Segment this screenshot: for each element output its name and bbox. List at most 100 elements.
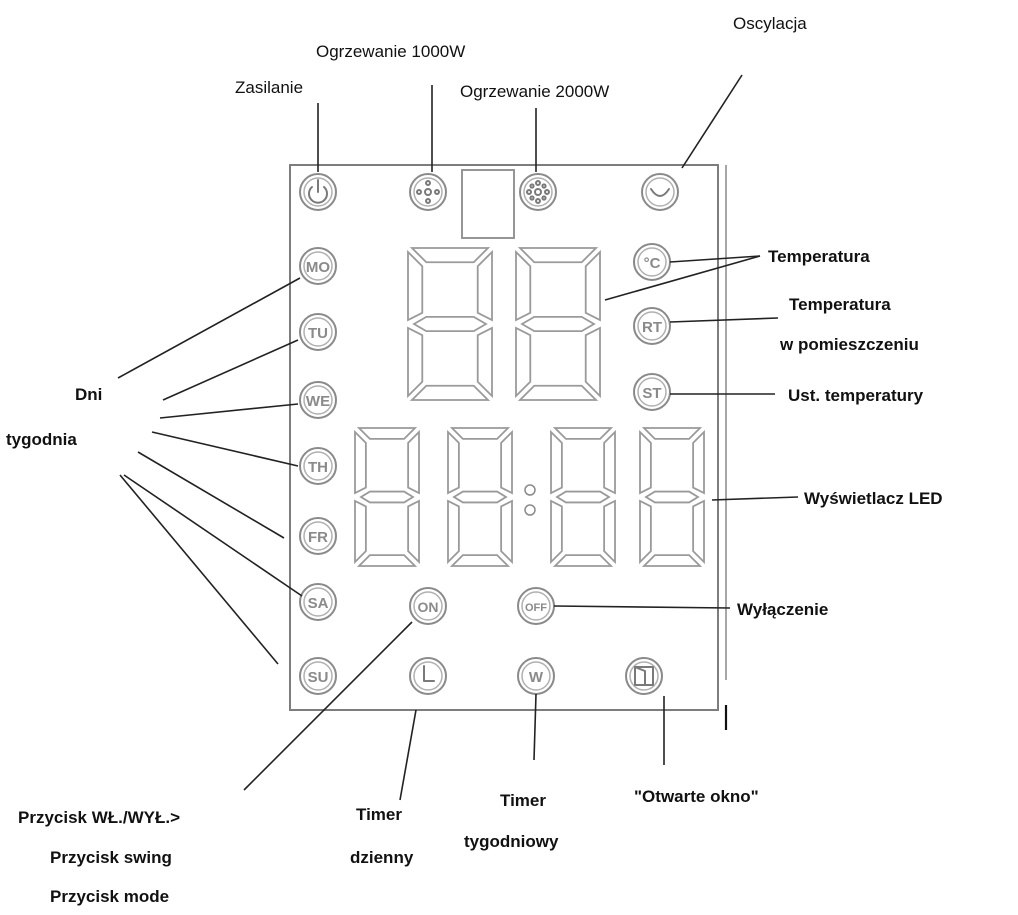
clock-digit-3-segment-1 — [603, 429, 616, 495]
open-window-icon — [625, 657, 663, 695]
timer-off-icon: OFF — [517, 587, 555, 625]
heating-2000w-icon — [519, 173, 557, 211]
svg-text:TU: TU — [308, 325, 328, 342]
clock-digit-4-segment-4 — [639, 499, 652, 565]
svg-text:W: W — [529, 669, 544, 686]
clock-digit-2-segment-4 — [447, 499, 460, 565]
label-timer-dzienny-2: dzienny — [350, 848, 414, 867]
clock-digit-1-segment-6 — [359, 490, 415, 504]
clock-digit-4 — [639, 427, 705, 567]
room-temperature-icon: RT — [633, 307, 671, 345]
leader-lines — [117, 74, 799, 801]
svg-text:ST: ST — [642, 385, 661, 402]
small-indicator-box — [461, 169, 515, 239]
label-temp-pomieszczenia-2: w pomieszczeniu — [779, 335, 919, 354]
temp-digit-2-segment-3 — [517, 384, 599, 401]
label-przycisk-wl-wyl: Przycisk WŁ./WYŁ.> — [18, 808, 180, 827]
day-icon-mo: MO — [299, 247, 337, 285]
label-wyswietlacz-led: Wyświetlacz LED — [804, 489, 943, 508]
clock-digit-1 — [354, 427, 420, 567]
label-ogrzewanie-2000w: Ogrzewanie 2000W — [460, 82, 609, 101]
clock-digit-3-segment-3 — [552, 554, 614, 567]
clock-digit-2-segment-3 — [449, 554, 511, 567]
temp-digit-2-segment-1 — [584, 249, 601, 322]
clock-digit-4-segment-2 — [692, 499, 705, 565]
svg-text:SA: SA — [308, 595, 329, 612]
temp-digit-1-segment-4 — [407, 326, 424, 399]
label-temperatura: Temperatura — [768, 247, 870, 266]
weekly-timer-icon: W — [517, 657, 555, 695]
clock-digit-1-segment-1 — [407, 429, 420, 495]
svg-text:MO: MO — [306, 259, 330, 276]
temp-digit-1 — [407, 247, 493, 401]
clock-digit-1-segment-5 — [354, 429, 367, 495]
clock-digit-4-segment-3 — [641, 554, 703, 567]
clock-digit-1-segment-2 — [407, 499, 420, 565]
svg-text:°C: °C — [644, 255, 661, 272]
oscillation-icon — [641, 173, 679, 211]
temp-digit-1-segment-1 — [476, 249, 493, 322]
label-oscylacja: Oscylacja — [733, 14, 807, 33]
clock-digit-2-segment-5 — [447, 429, 460, 495]
day-icon-tu: TU — [299, 313, 337, 351]
clock-digit-3-segment-4 — [550, 499, 563, 565]
temp-digit-2-segment-2 — [584, 326, 601, 399]
clock-digit-3-segment-5 — [550, 429, 563, 495]
day-icon-sa: SA — [299, 583, 337, 621]
label-timer-tygodniowy-1: Timer — [500, 791, 546, 810]
svg-text:SU: SU — [308, 669, 329, 686]
clock-digit-4-segment-6 — [644, 490, 700, 504]
timer-on-icon: ON — [409, 587, 447, 625]
temp-digit-1-segment-0 — [409, 247, 491, 264]
clock-digit-2-segment-6 — [452, 490, 508, 504]
daily-timer-clock-icon — [409, 657, 447, 695]
clock-digit-2-segment-1 — [500, 429, 513, 495]
day-icon-fr: FR — [299, 517, 337, 555]
set-temperature-icon: ST — [633, 373, 671, 411]
day-icon-we: WE — [299, 381, 337, 419]
temp-digit-2-segment-5 — [515, 249, 532, 322]
label-timer-dzienny-1: Timer — [356, 805, 402, 824]
svg-text:FR: FR — [308, 529, 328, 546]
label-timer-tygodniowy-2: tygodniowy — [464, 832, 559, 851]
clock-digit-4-segment-5 — [639, 429, 652, 495]
clock-digit-2-segment-2 — [500, 499, 513, 565]
svg-text:TH: TH — [308, 459, 328, 476]
label-ust-temperatury: Ust. temperatury — [788, 386, 924, 405]
clock-digit-1-segment-4 — [354, 499, 367, 565]
seven-segment-digits — [354, 247, 705, 567]
label-przycisk-mode: Przycisk mode — [50, 887, 169, 906]
temp-digit-2-segment-0 — [517, 247, 599, 264]
clock-colon — [524, 484, 536, 516]
svg-text:RT: RT — [642, 319, 662, 336]
temp-digit-2-segment-4 — [515, 326, 532, 399]
display-frame — [289, 164, 719, 711]
celsius-icon: °C — [633, 243, 671, 281]
label-przycisk-swing: Przycisk swing — [50, 848, 172, 867]
clock-digit-2-segment-0 — [449, 427, 511, 440]
day-icon-su: SU — [299, 657, 337, 695]
svg-text:WE: WE — [306, 393, 330, 410]
temp-digit-2 — [515, 247, 601, 401]
temp-digit-1-segment-3 — [409, 384, 491, 401]
label-temp-pomieszczenia-1: Temperatura — [789, 295, 891, 314]
temp-digit-2-segment-6 — [520, 315, 596, 333]
svg-text:ON: ON — [418, 599, 439, 615]
temp-digit-1-segment-5 — [407, 249, 424, 322]
clock-digit-2 — [447, 427, 513, 567]
label-tygodnia: tygodnia — [6, 430, 77, 449]
temp-digit-1-segment-2 — [476, 326, 493, 399]
day-icon-th: TH — [299, 447, 337, 485]
label-ogrzewanie-1000w: Ogrzewanie 1000W — [316, 42, 465, 61]
clock-digit-3-segment-6 — [555, 490, 611, 504]
label-wylaczenie: Wyłączenie — [737, 600, 828, 619]
power-icon — [299, 173, 337, 211]
label-otwarte-okno: "Otwarte okno" — [634, 787, 759, 806]
clock-digit-4-segment-0 — [641, 427, 703, 440]
label-zasilanie: Zasilanie — [235, 78, 303, 97]
label-dni: Dni — [75, 385, 102, 404]
clock-digit-4-segment-1 — [692, 429, 705, 495]
clock-digit-1-segment-0 — [356, 427, 418, 440]
